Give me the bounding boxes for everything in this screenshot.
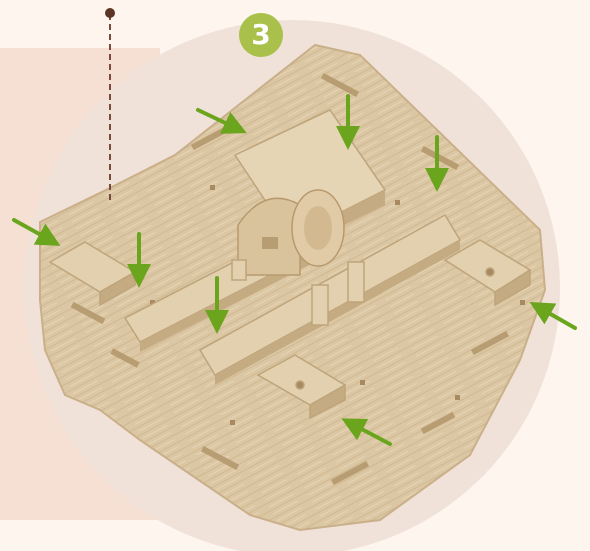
leader-line [109,14,111,200]
leader-dot [105,8,115,18]
step-number-badge: 3 [239,13,283,57]
